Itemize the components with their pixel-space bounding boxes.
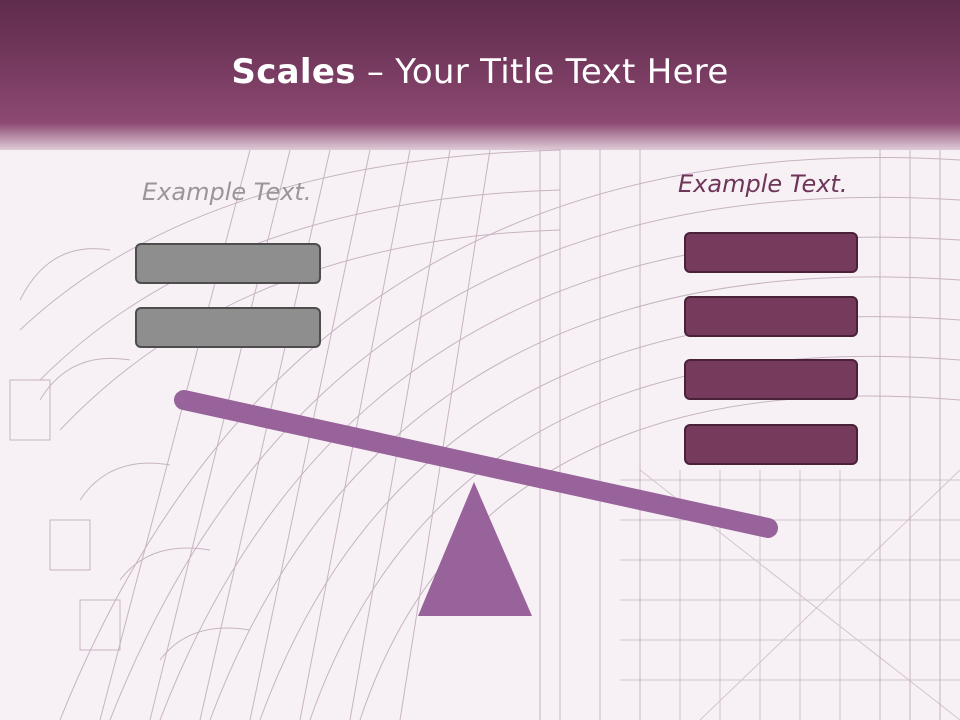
scale-fulcrum <box>418 482 532 616</box>
title-bold: Scales <box>231 52 356 92</box>
right-example-text: Example Text. <box>678 170 848 198</box>
right-text-box[interactable] <box>684 296 858 337</box>
left-example-text: Example Text. <box>142 178 312 206</box>
scale-beam <box>174 390 778 538</box>
right-text-box[interactable] <box>684 359 858 400</box>
right-text-box[interactable] <box>684 232 858 273</box>
slide-title: Scales – Your Title Text Here <box>0 52 960 92</box>
left-text-box[interactable] <box>135 243 321 284</box>
right-text-box[interactable] <box>684 424 858 465</box>
left-text-box[interactable] <box>135 307 321 348</box>
title-rest: – Your Title Text Here <box>355 52 729 92</box>
title-bar: Scales – Your Title Text Here <box>0 0 960 150</box>
